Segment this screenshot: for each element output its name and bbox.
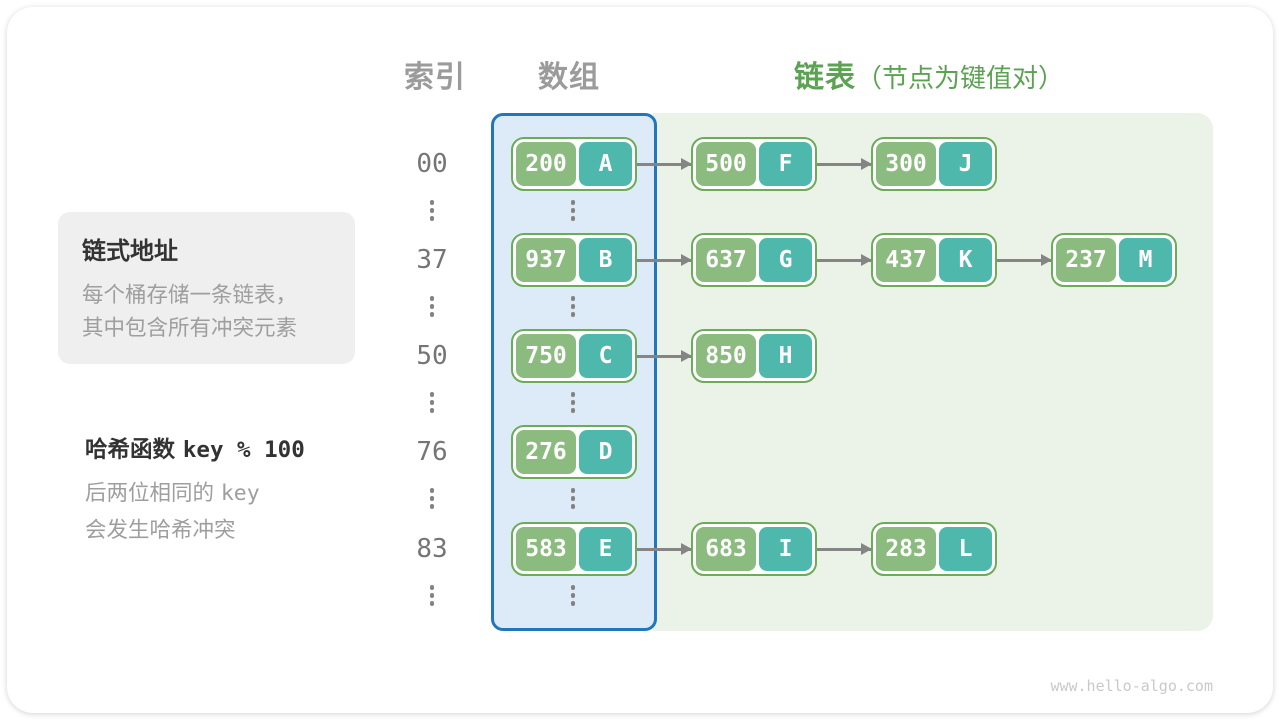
arrow-icon bbox=[637, 349, 692, 362]
node-key: 583 bbox=[516, 527, 576, 571]
vertical-ellipsis-icon bbox=[429, 585, 435, 606]
arrow-icon bbox=[997, 253, 1052, 266]
node-value: C bbox=[579, 334, 632, 378]
node-key: 300 bbox=[876, 142, 936, 186]
key-code: key bbox=[220, 481, 260, 506]
hash-function-note: 哈希函数 key % 100 后两位相同的 key 会发生哈希冲突 bbox=[85, 432, 305, 550]
index-label-50: 50 bbox=[416, 341, 448, 371]
node-key: 200 bbox=[516, 142, 576, 186]
vertical-ellipsis-icon bbox=[570, 296, 576, 317]
node-value: I bbox=[759, 527, 812, 571]
arrow-icon bbox=[817, 253, 872, 266]
node-value: F bbox=[759, 142, 812, 186]
node-key: 237 bbox=[1056, 238, 1116, 282]
node-value: K bbox=[939, 238, 992, 282]
vertical-ellipsis-icon bbox=[570, 200, 576, 221]
hash-function-title: 哈希函数 key % 100 bbox=[85, 432, 305, 464]
node-key: 750 bbox=[516, 334, 576, 378]
node-value: D bbox=[579, 430, 632, 474]
hash-collision-line1: 后两位相同的 key bbox=[85, 481, 260, 506]
node-value: J bbox=[939, 142, 992, 186]
node-key: 276 bbox=[516, 430, 576, 474]
concept-description: 每个桶存储一条链表， 其中包含所有冲突元素 bbox=[82, 279, 331, 346]
vertical-ellipsis-icon bbox=[570, 488, 576, 509]
index-label-76: 76 bbox=[416, 437, 448, 467]
arrow-icon bbox=[637, 253, 692, 266]
vertical-ellipsis-icon bbox=[429, 296, 435, 317]
node-value: B bbox=[579, 238, 632, 282]
arrow-icon bbox=[637, 157, 692, 170]
node-value: A bbox=[579, 142, 632, 186]
arrow-icon bbox=[637, 542, 692, 555]
index-label-37: 37 bbox=[416, 245, 448, 275]
node-key: 937 bbox=[516, 238, 576, 282]
header-linked-list-note: （节点为键值对） bbox=[856, 64, 1065, 94]
header-index: 索引 bbox=[404, 60, 466, 95]
vertical-ellipsis-icon bbox=[570, 392, 576, 413]
vertical-ellipsis-icon bbox=[570, 585, 576, 606]
site-watermark: www.hello-algo.com bbox=[1050, 677, 1213, 695]
node-key: 437 bbox=[876, 238, 936, 282]
node-key: 850 bbox=[696, 334, 756, 378]
index-label-00: 00 bbox=[416, 149, 448, 179]
arrow-icon bbox=[817, 542, 872, 555]
hash-function-title-text: 哈希函数 bbox=[85, 437, 176, 463]
node-key: 500 bbox=[696, 142, 756, 186]
node-value: E bbox=[579, 527, 632, 571]
concept-callout: 链式地址 每个桶存储一条链表， 其中包含所有冲突元素 bbox=[58, 212, 355, 364]
hash-collision-line2: 会发生哈希冲突 bbox=[85, 517, 236, 543]
node-value: H bbox=[759, 334, 812, 378]
arrow-icon bbox=[817, 157, 872, 170]
node-value: L bbox=[939, 527, 992, 571]
hash-function-code: key % 100 bbox=[182, 437, 305, 463]
node-key: 637 bbox=[696, 238, 756, 282]
node-value: M bbox=[1119, 238, 1172, 282]
vertical-ellipsis-icon bbox=[429, 488, 435, 509]
concept-title: 链式地址 bbox=[82, 237, 178, 265]
hash-function-description: 后两位相同的 key 会发生哈希冲突 bbox=[85, 476, 305, 550]
concept-description-line2: 其中包含所有冲突元素 bbox=[82, 316, 298, 342]
index-label-83: 83 bbox=[416, 534, 448, 564]
vertical-ellipsis-icon bbox=[429, 200, 435, 221]
header-array: 数组 bbox=[538, 60, 600, 95]
node-value: G bbox=[759, 238, 812, 282]
node-key: 283 bbox=[876, 527, 936, 571]
node-key: 683 bbox=[696, 527, 756, 571]
concept-description-line1: 每个桶存储一条链表， bbox=[82, 283, 298, 308]
vertical-ellipsis-icon bbox=[429, 392, 435, 413]
header-linked-list: 链表（节点为键值对） bbox=[794, 52, 1064, 96]
header-linked-list-label: 链表 bbox=[794, 60, 856, 95]
